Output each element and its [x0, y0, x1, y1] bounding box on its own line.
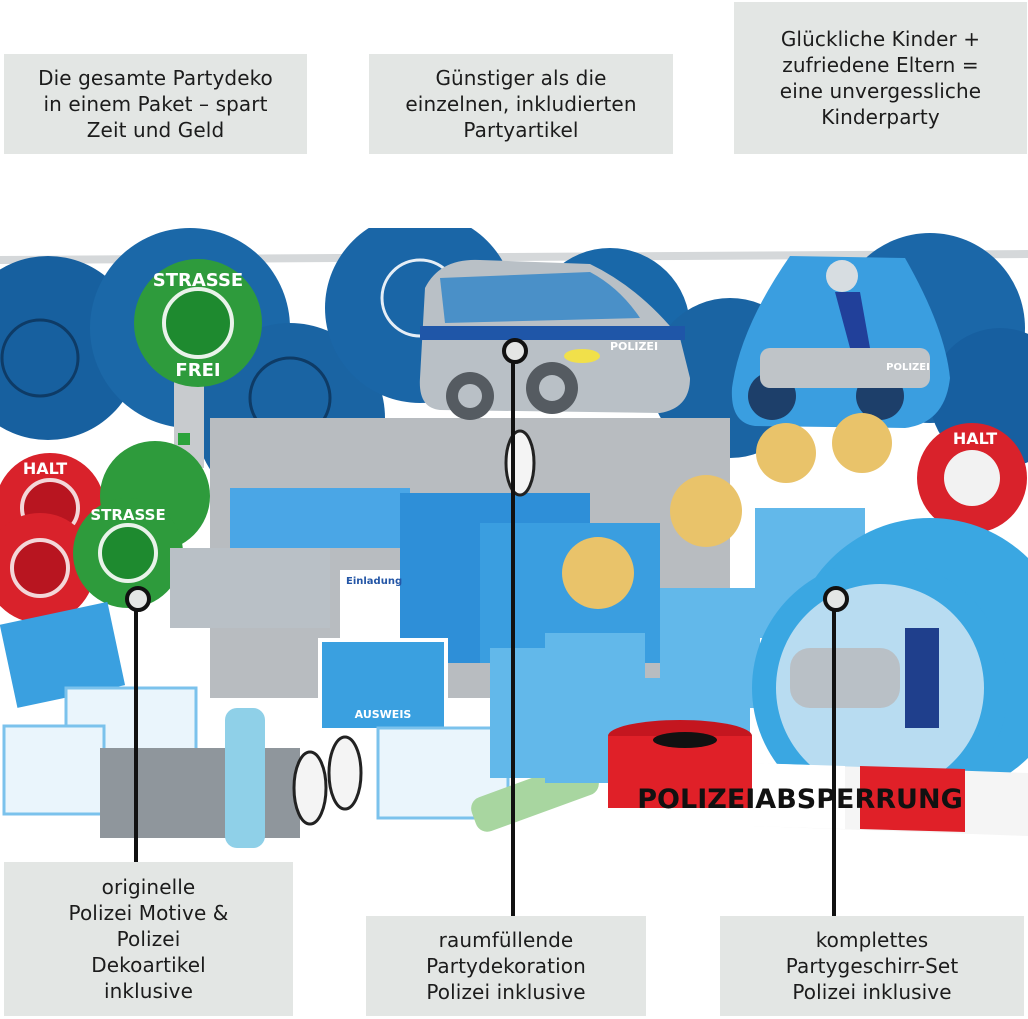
- strasse-paddles-front: STRASSE: [73, 441, 210, 608]
- car-label-polizei: POLIZEI: [610, 340, 658, 353]
- callout-marker-tableware: [823, 586, 849, 612]
- badge-straw-toppers: [562, 413, 892, 609]
- road-poster: [100, 748, 300, 838]
- product-image: STRASSE FREI POLIZEI POLIZEI: [0, 228, 1028, 860]
- callout-line-tableware: [832, 598, 836, 916]
- feature-box-tableware: komplettes Partygeschirr-Set Polizei ink…: [720, 916, 1024, 1016]
- police-car-balloon: POLIZEI: [419, 259, 690, 420]
- feature-box-happy-kids: Glückliche Kinder + zufriedene Eltern = …: [734, 2, 1027, 154]
- callout-marker-motifs: [125, 586, 151, 612]
- paddle-label-halt-right: HALT: [953, 429, 997, 448]
- paddle-label-strasse-2: STRASSE: [90, 506, 165, 524]
- feature-box-cheaper: Günstiger als die einzelnen, inkludierte…: [369, 54, 673, 154]
- party-plates: [752, 518, 1028, 816]
- feature-box-all-in-one: Die gesamte Partydeko in einem Paket – s…: [4, 54, 307, 154]
- police-tape: POLIZEIABSPERRUNG: [608, 720, 1028, 836]
- paddle-label-strasse: STRASSE: [153, 270, 243, 291]
- halt-paddles: HALT HALT: [0, 423, 1027, 623]
- motorcycle-label-polizei: POLIZEI: [886, 362, 930, 373]
- feature-box-room-decoration: raumfüllende Partydekoration Polizei ink…: [366, 916, 646, 1016]
- feature-box-police-motifs: originelle Polizei Motive & Polizei Deko…: [4, 862, 293, 1016]
- feature-text: raumfüllende Partydekoration Polizei ink…: [426, 928, 586, 1004]
- feature-text: Die gesamte Partydeko in einem Paket – s…: [38, 66, 273, 142]
- paddle-label-halt: HALT: [23, 459, 67, 478]
- motorcycle-balloon: POLIZEI: [731, 256, 950, 428]
- feature-text: komplettes Partygeschirr-Set Polizei ink…: [785, 928, 959, 1004]
- strasse-frei-paddle: STRASSE FREI: [134, 259, 262, 468]
- callout-line-motifs: [134, 598, 138, 862]
- feature-text: originelle Polizei Motive & Polizei Deko…: [68, 875, 229, 1003]
- tape-label: POLIZEIABSPERRUNG: [637, 784, 962, 815]
- callout-line-decoration: [511, 350, 515, 916]
- feature-text: Günstiger als die einzelnen, inkludierte…: [405, 66, 637, 142]
- invitation-label: Einladung: [346, 576, 402, 587]
- paddle-label-frei: FREI: [175, 360, 220, 381]
- streamer-roll: [225, 708, 265, 848]
- product-illustration: STRASSE FREI POLIZEI POLIZEI: [0, 228, 1028, 848]
- id-card-label: AUSWEIS: [355, 708, 412, 721]
- callout-marker-decoration: [502, 338, 528, 364]
- feature-text: Glückliche Kinder + zufriedene Eltern = …: [779, 27, 982, 129]
